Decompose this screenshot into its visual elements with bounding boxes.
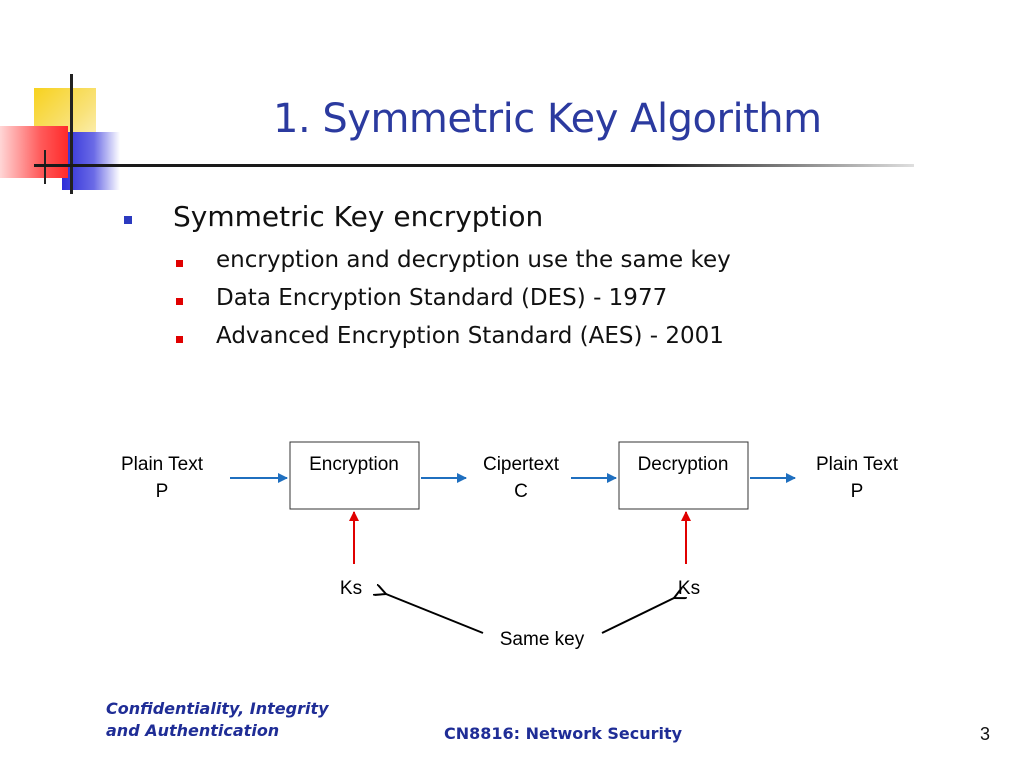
decryption-label: Decryption [638,454,729,475]
same-key-label: Same key [500,629,585,650]
sub-bullet-square-icon [176,260,183,267]
footer-topic-line2: and Authentication [106,721,280,740]
plain-text-input-label: Plain Text [121,454,204,475]
logo-vertical-line [70,74,73,194]
same-key-arrow-icon [601,598,674,634]
decryption-box [618,441,749,510]
encryption-label: Encryption [309,454,399,475]
sub-bullet-text: Data Encryption Standard (DES) - 1977 [216,285,668,311]
footer-topic-line1: Confidentiality, Integrity [106,699,329,718]
title-underline [34,164,914,167]
ciphertext-label: Cipertext [483,454,560,475]
footer-course-name: CN8816: Network Security [444,724,683,743]
ciphertext-symbol: C [514,481,528,502]
logo-vertical-line-short [44,150,46,184]
sub-bullet-square-icon [176,336,183,343]
slide-title: 1. Symmetric Key Algorithm [273,96,822,142]
page-number: 3 [980,724,991,744]
sub-bullet-text: encryption and decryption use the same k… [216,247,731,273]
key-left-label: Ks [340,578,362,599]
plain-text-output-symbol: P [851,481,864,502]
plain-text-output-label: Plain Text [816,454,899,475]
plain-text-input-symbol: P [156,481,169,502]
key-right-label: Ks [678,578,700,599]
same-key-arrow-icon [386,594,484,634]
bullet-square-icon [124,216,132,224]
encryption-box [289,441,420,510]
sub-bullet-square-icon [176,298,183,305]
footer-course-topic: Confidentiality, Integrity and Authentic… [106,698,329,742]
sub-bullet-text: Advanced Encryption Standard (AES) - 200… [216,323,724,349]
logo-red-square [0,126,68,178]
bullet-main-text: Symmetric Key encryption [173,200,544,233]
